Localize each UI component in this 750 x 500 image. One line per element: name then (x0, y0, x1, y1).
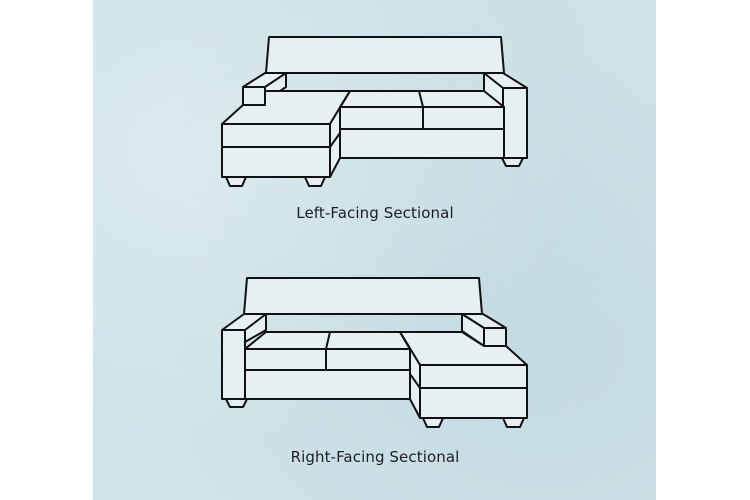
watercolor-background (93, 0, 656, 500)
left-facing-caption: Left-Facing Sectional (296, 204, 454, 222)
right-facing-caption: Right-Facing Sectional (290, 448, 460, 466)
left-facing-sectional-illustration (221, 36, 528, 187)
right-facing-sectional-illustration (221, 277, 528, 428)
